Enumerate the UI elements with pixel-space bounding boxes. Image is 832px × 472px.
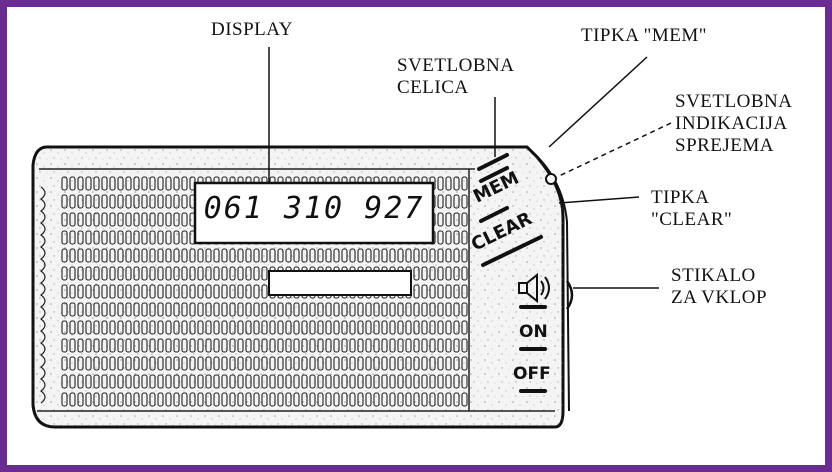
power-switch-label-line2: ZA VKLOP [671, 287, 768, 308]
display-label: DISPLAY [211, 19, 293, 40]
device-illustration: MEM CLEAR ON OFF [31, 47, 672, 429]
indicator-window [268, 270, 412, 296]
diagram-frame: MEM CLEAR ON OFF 061 310 927 [7, 7, 825, 465]
indicator-label-line3: SPREJEMA [675, 135, 775, 156]
clear-leader [558, 196, 640, 204]
power-switch-knob [565, 280, 574, 310]
light-cell-label-line2: CELICA [397, 77, 469, 98]
display-number: 061 310 927 [203, 191, 425, 226]
mem-leader [548, 56, 648, 148]
light-cell-label-line1: SVETLOBNA [397, 55, 515, 76]
indicator-leader [556, 122, 672, 178]
light-cell-slot [477, 153, 509, 171]
speaker-icon [518, 272, 550, 304]
power-switch-label-line1: STIKALO [671, 265, 756, 286]
reception-led [545, 173, 557, 185]
indicator-label-line2: INDIKACIJA [675, 113, 788, 134]
mem-key-label: TIPKA "MEM" [581, 25, 708, 46]
off-label: OFF [513, 364, 551, 384]
lcd-display [193, 181, 435, 245]
clear-key-label-line2: "CLEAR" [651, 209, 733, 230]
on-label: ON [519, 322, 548, 342]
clear-key-label-line1: TIPKA [651, 187, 710, 208]
indicator-label-line1: SVETLOBNA [675, 91, 793, 112]
